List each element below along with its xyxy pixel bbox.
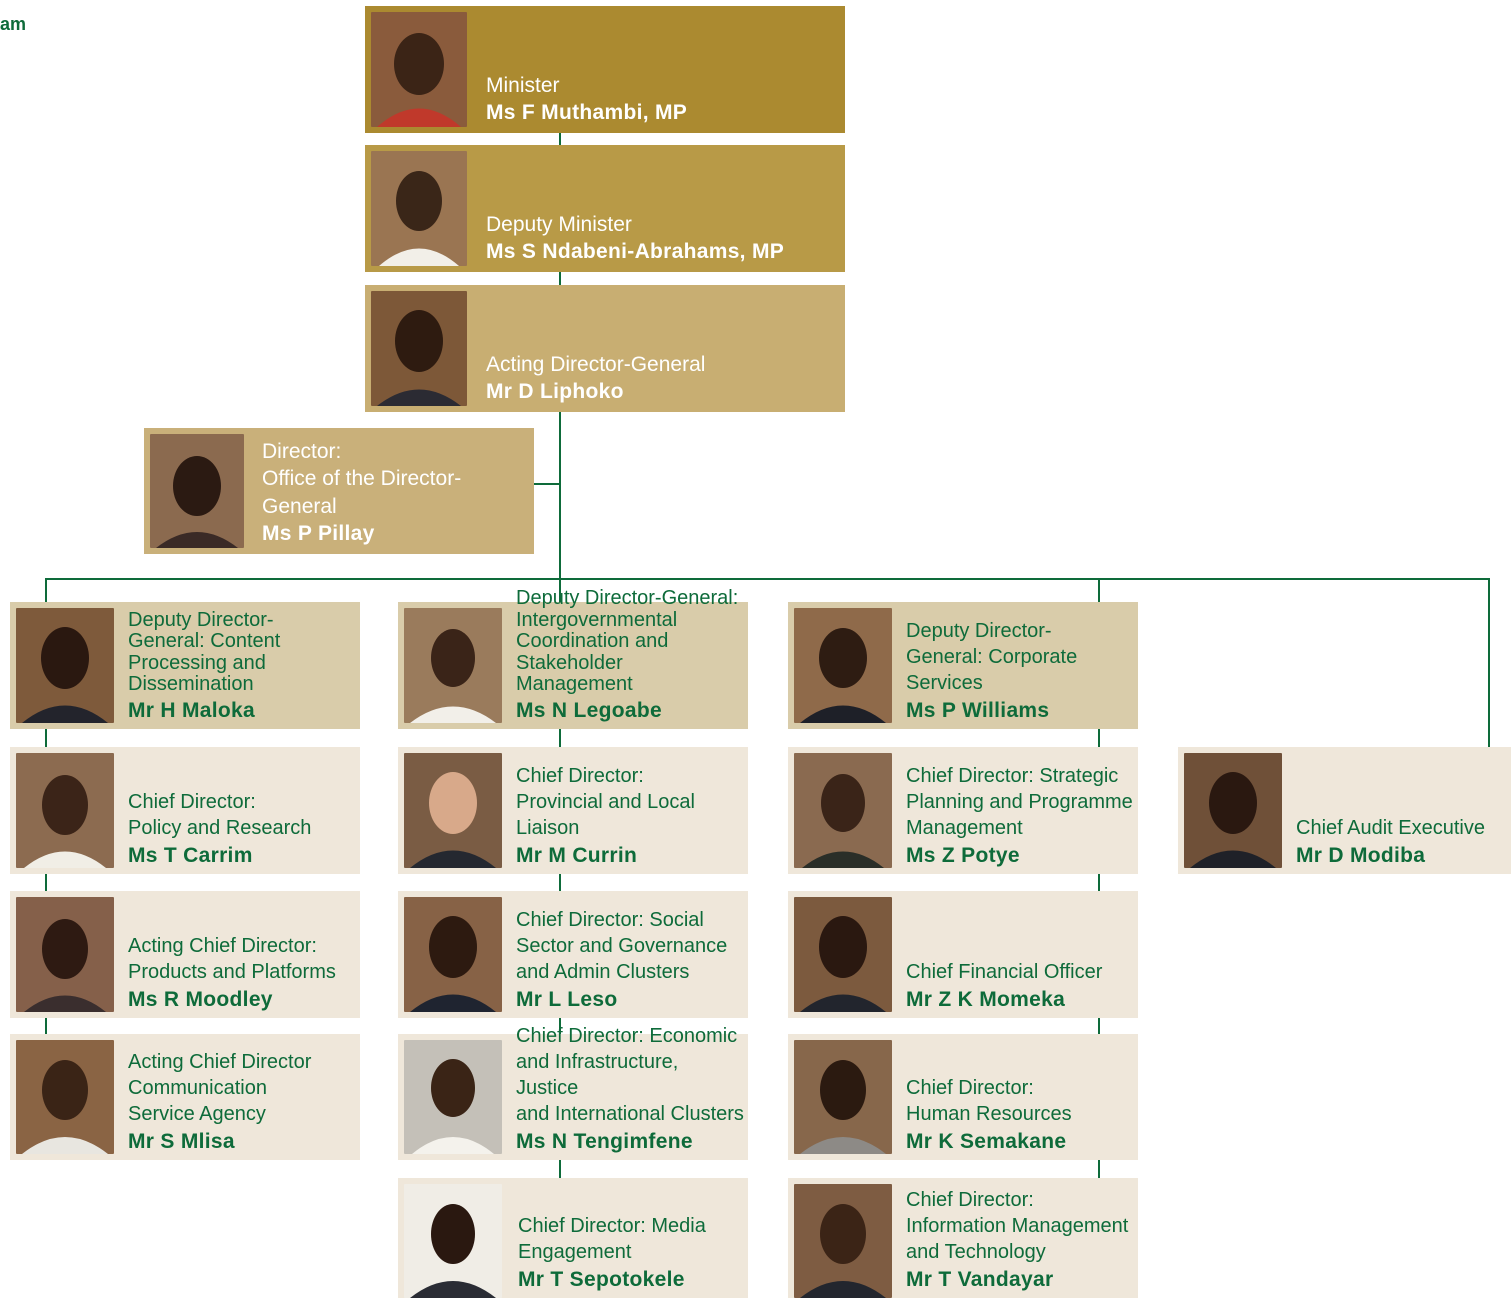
person-name: Ms N Legoabe bbox=[516, 699, 662, 722]
col2-connector bbox=[559, 578, 561, 1178]
column-3-member-2-card: Chief Financial Officer Mr Z K Momeka bbox=[788, 891, 1138, 1018]
column-2-member-4-card: Chief Director: Media Engagement Mr T Se… bbox=[398, 1178, 748, 1298]
page-heading: am bbox=[0, 14, 27, 34]
role-title: Minister bbox=[486, 73, 560, 97]
person-name: Ms N Tengimfene bbox=[516, 1130, 693, 1153]
person-name: Ms R Moodley bbox=[128, 988, 273, 1011]
column-1-member-2-card: Acting Chief Director: Products and Plat… bbox=[10, 891, 360, 1018]
director-general-card: Acting Director-General Mr D Liphoko bbox=[365, 285, 845, 412]
portrait-photo bbox=[404, 897, 502, 1012]
person-name: Mr H Maloka bbox=[128, 699, 255, 722]
person-name: Mr M Currin bbox=[516, 844, 638, 867]
person-name: Mr Z K Momeka bbox=[906, 988, 1066, 1011]
person-name: Mr D Liphoko bbox=[486, 380, 624, 403]
person-name: Mr S Mlisa bbox=[128, 1130, 235, 1153]
role-title: Chief Director: Social Sector and Govern… bbox=[516, 909, 728, 983]
role-title: Acting Director-General bbox=[486, 352, 706, 376]
column-3-member-1-card: Chief Director: Strategic Planning and P… bbox=[788, 747, 1138, 874]
portrait-photo bbox=[16, 1040, 114, 1154]
portrait-photo bbox=[404, 753, 502, 868]
portrait-photo bbox=[16, 897, 114, 1012]
person-name: Mr K Semakane bbox=[906, 1130, 1067, 1153]
person-name: Mr D Modiba bbox=[1296, 844, 1426, 867]
column-1-member-3-card: Acting Chief Director Communication Serv… bbox=[10, 1034, 360, 1160]
role-title: Chief Director: Strategic Planning and P… bbox=[906, 765, 1133, 839]
column-2-member-3-card: Chief Director: Economic and Infrastruct… bbox=[398, 1025, 748, 1160]
role-title: Chief Director: Provincial and Local Lia… bbox=[516, 765, 695, 839]
portrait-photo bbox=[16, 608, 114, 723]
portrait-photo bbox=[16, 753, 114, 868]
person-name: Ms P Pillay bbox=[262, 522, 375, 545]
role-title: Deputy Director- General: Content Proces… bbox=[128, 608, 281, 696]
column-4-member-1-card: Chief Audit Executive Mr D Modiba bbox=[1178, 747, 1511, 874]
portrait-photo bbox=[794, 608, 892, 723]
person-name: Mr L Leso bbox=[516, 988, 618, 1011]
role-title: Chief Director: Economic and Infrastruct… bbox=[516, 1025, 744, 1125]
column-2-member-2-card: Chief Director: Social Sector and Govern… bbox=[398, 891, 748, 1018]
portrait-photo bbox=[404, 1040, 502, 1154]
col4-connector bbox=[1488, 578, 1490, 748]
col3-connector bbox=[1098, 578, 1100, 1178]
person-name: Mr T Vandayar bbox=[906, 1268, 1054, 1291]
portrait-photo bbox=[794, 1184, 892, 1298]
column-2-head-card: Deputy Director-General: Intergovernment… bbox=[398, 587, 748, 729]
portrait-photo bbox=[371, 151, 467, 266]
office-dg-card: Director: Office of the Director- Genera… bbox=[144, 428, 534, 554]
person-name: Mr T Sepotokele bbox=[518, 1268, 685, 1291]
column-3-head-card: Deputy Director- General: Corporate Serv… bbox=[788, 602, 1138, 729]
branch-horizontal-line bbox=[45, 578, 1489, 580]
portrait-photo bbox=[371, 12, 467, 127]
column-3-member-3-card: Chief Director: Human Resources Mr K Sem… bbox=[788, 1034, 1138, 1160]
portrait-photo bbox=[794, 753, 892, 868]
role-title: Director: Office of the Director- Genera… bbox=[262, 440, 462, 518]
column-3-member-4-card: Chief Director: Information Management a… bbox=[788, 1178, 1138, 1298]
person-name: Ms P Williams bbox=[906, 699, 1050, 722]
portrait-photo bbox=[404, 1184, 502, 1298]
office-dg-connector bbox=[534, 483, 560, 485]
role-title: Chief Director: Policy and Research bbox=[128, 791, 312, 839]
person-name: Ms Z Potye bbox=[906, 844, 1020, 867]
portrait-photo bbox=[1184, 753, 1282, 868]
role-title: Acting Chief Director Communication Serv… bbox=[128, 1051, 312, 1125]
portrait-photo bbox=[404, 608, 502, 723]
minister-card: Minister Ms F Muthambi, MP bbox=[365, 6, 845, 133]
role-title: Chief Financial Officer bbox=[906, 961, 1103, 983]
column-1-head-card: Deputy Director- General: Content Proces… bbox=[10, 602, 360, 729]
portrait-photo bbox=[371, 291, 467, 406]
portrait-photo bbox=[794, 1040, 892, 1154]
role-title: Chief Audit Executive bbox=[1296, 817, 1485, 839]
role-title: Acting Chief Director: Products and Plat… bbox=[128, 935, 336, 983]
column-1-member-1-card: Chief Director: Policy and Research Ms T… bbox=[10, 747, 360, 874]
column-2-member-1-card: Chief Director: Provincial and Local Lia… bbox=[398, 747, 748, 874]
role-title: Chief Director: Human Resources bbox=[906, 1077, 1072, 1125]
role-title: Deputy Director- General: Corporate Serv… bbox=[906, 620, 1078, 694]
portrait-photo bbox=[150, 434, 244, 548]
portrait-photo bbox=[794, 897, 892, 1012]
person-name: Ms T Carrim bbox=[128, 844, 253, 867]
person-name: Ms F Muthambi, MP bbox=[486, 101, 688, 124]
deputy-minister-card: Deputy Minister Ms S Ndabeni-Abrahams, M… bbox=[365, 145, 845, 272]
role-title: Chief Director: Information Management a… bbox=[906, 1189, 1129, 1263]
role-title: Deputy Minister bbox=[486, 212, 632, 236]
person-name: Ms S Ndabeni-Abrahams, MP bbox=[486, 240, 785, 263]
role-title: Deputy Director-General: Intergovernment… bbox=[516, 587, 739, 696]
role-title: Chief Director: Media Engagement bbox=[518, 1215, 706, 1263]
